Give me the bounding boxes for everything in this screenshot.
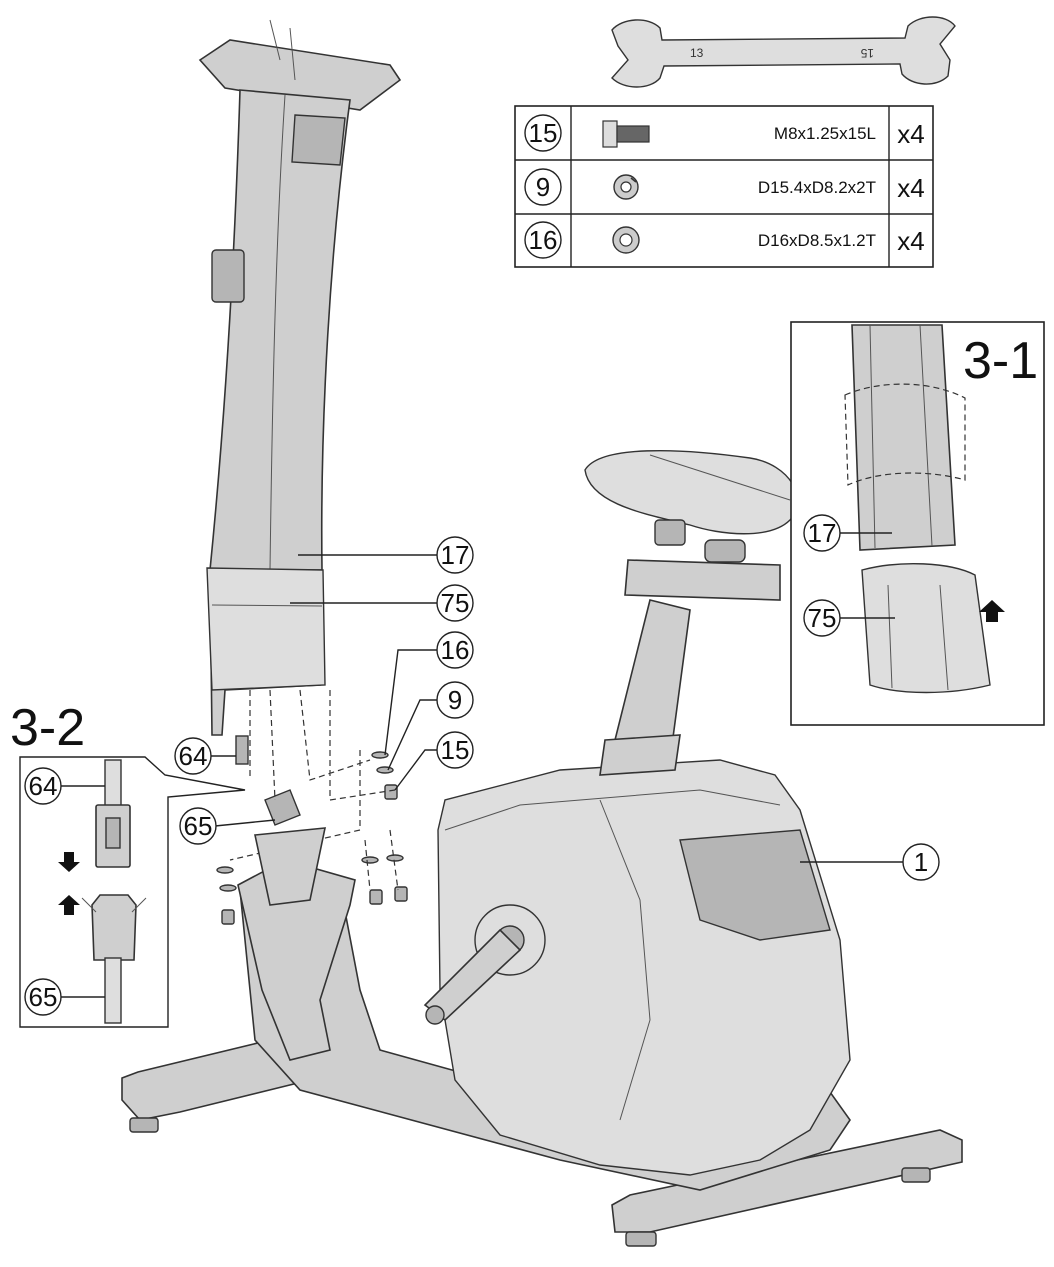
fasteners bbox=[216, 751, 408, 925]
part-number: 16 bbox=[529, 225, 558, 255]
detail-3-2-callout-65: 65 bbox=[24, 978, 105, 1016]
part-number: 15 bbox=[529, 118, 558, 148]
svg-text:75: 75 bbox=[808, 603, 837, 633]
detail-3-1-callout-17: 17 bbox=[803, 514, 892, 552]
svg-text:15: 15 bbox=[441, 735, 470, 765]
table-row: 9 D15.4xD8.2x2T x4 bbox=[524, 168, 925, 206]
detail-3-2-title: 3-2 bbox=[10, 699, 85, 757]
svg-text:75: 75 bbox=[441, 588, 470, 618]
hardware-spec: D15.4xD8.2x2T bbox=[758, 178, 876, 197]
part-number: 9 bbox=[536, 172, 550, 202]
flat-washer-icon bbox=[612, 226, 640, 254]
hardware-qty: x4 bbox=[897, 173, 924, 203]
svg-text:9: 9 bbox=[448, 685, 462, 715]
table-row: 15 M8x1.25x15L x4 bbox=[524, 114, 925, 152]
hardware-table: 15 M8x1.25x15L x4 9 D15.4xD8.2x2T x4 16 bbox=[514, 105, 934, 268]
detail-3-2-callout-64: 64 bbox=[24, 767, 105, 805]
connector-65 bbox=[264, 789, 301, 826]
table-row: 16 D16xD8.5x1.2T x4 bbox=[524, 221, 925, 259]
svg-text:64: 64 bbox=[179, 741, 208, 771]
wrench-size-15: 15 bbox=[860, 46, 874, 60]
hardware-spec: D16xD8.5x1.2T bbox=[758, 231, 876, 250]
connector-64 bbox=[235, 735, 249, 765]
callout-64: 64 bbox=[174, 737, 236, 775]
svg-text:17: 17 bbox=[441, 540, 470, 570]
svg-text:17: 17 bbox=[808, 518, 837, 548]
callout-15: 15 bbox=[394, 731, 474, 791]
svg-text:16: 16 bbox=[441, 635, 470, 665]
callout-17: 17 bbox=[298, 536, 474, 574]
bike-illustration bbox=[121, 19, 963, 1247]
detail-3-1-callout-75: 75 bbox=[803, 599, 895, 637]
svg-text:65: 65 bbox=[29, 982, 58, 1012]
svg-text:64: 64 bbox=[29, 771, 58, 801]
callout-16: 16 bbox=[384, 631, 474, 756]
hardware-qty: x4 bbox=[897, 119, 924, 149]
svg-text:1: 1 bbox=[914, 847, 928, 877]
callout-75: 75 bbox=[290, 584, 474, 622]
arrow-down-icon bbox=[58, 852, 80, 872]
detail-3-1: 3-1 17 75 bbox=[790, 321, 1045, 726]
hardware-spec: M8x1.25x15L bbox=[774, 124, 876, 143]
svg-text:65: 65 bbox=[184, 811, 213, 841]
callout-1: 1 bbox=[800, 843, 940, 881]
bolt-icon bbox=[602, 120, 650, 148]
detail-3-1-title: 3-1 bbox=[963, 332, 1038, 390]
callout-9: 9 bbox=[387, 681, 474, 771]
sleeve-75 bbox=[206, 567, 326, 691]
split-washer-icon bbox=[613, 174, 639, 200]
wrench-icon: 13 15 bbox=[611, 16, 956, 88]
detail-3-2: 3-2 64 65 bbox=[10, 699, 246, 1028]
callout-65: 65 bbox=[179, 807, 276, 845]
hardware-qty: x4 bbox=[897, 226, 924, 256]
arrow-up-icon bbox=[979, 600, 1005, 622]
arrow-up-icon bbox=[58, 895, 80, 915]
wrench-size-13: 13 bbox=[690, 46, 704, 60]
